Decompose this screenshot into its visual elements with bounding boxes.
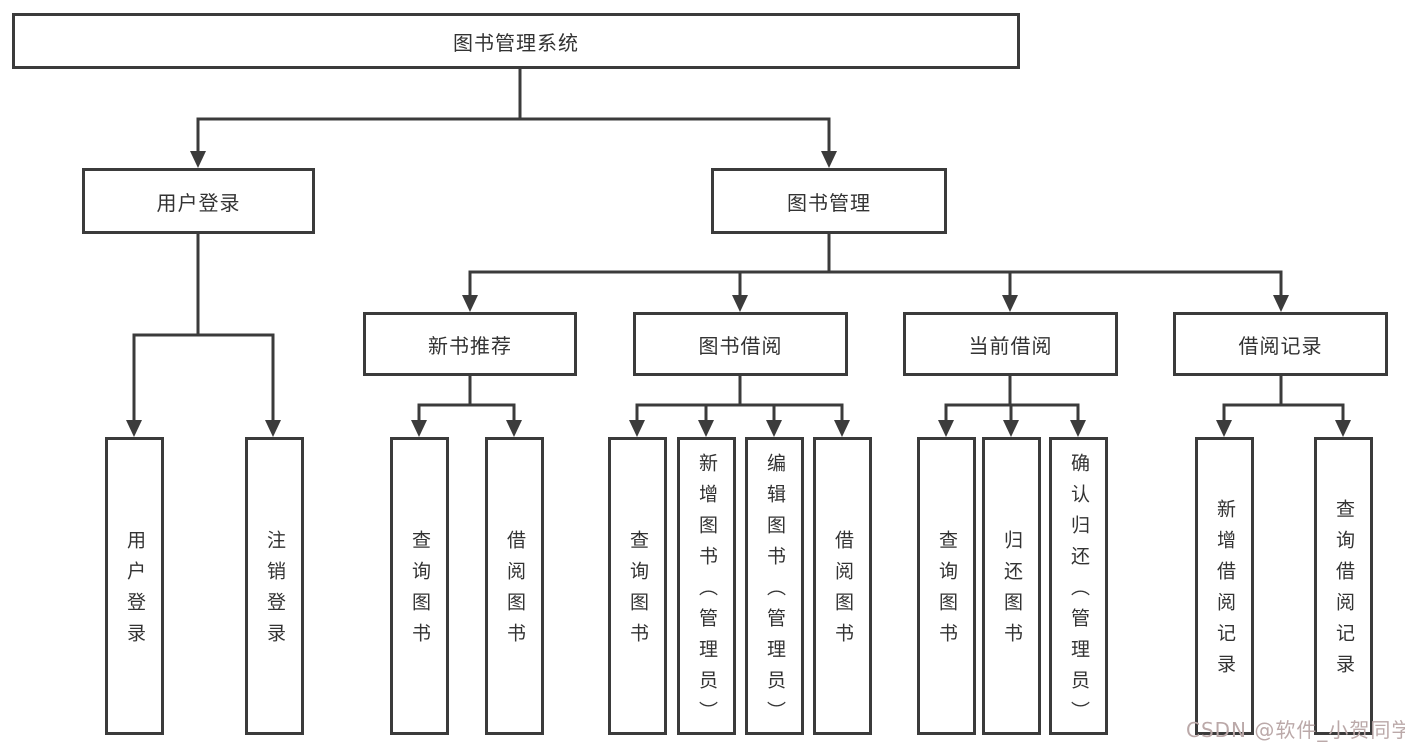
leaf-label: 新增图书（管理员） <box>696 452 718 732</box>
connector-level2-bar <box>196 117 831 156</box>
node-library-management-system: 图书管理系统 <box>12 13 1020 69</box>
leaf-user-login: 用户登录 <box>105 437 164 735</box>
leaf-edit-book-admin: 编辑图书（管理员） <box>745 437 804 735</box>
arrow-down-icon <box>1273 295 1289 312</box>
arrow-down-icon <box>411 420 427 437</box>
connector-borrow-bar <box>635 403 844 424</box>
arrow-down-icon <box>821 151 837 168</box>
connector-userlogin-bar <box>132 333 275 424</box>
arrow-down-icon <box>1216 420 1232 437</box>
leaf-label: 编辑图书（管理员） <box>764 452 786 732</box>
leaf-logout: 注销登录 <box>245 437 304 735</box>
node-book-borrowing: 图书借阅 <box>633 312 848 376</box>
leaf-label: 新增借阅记录 <box>1214 499 1236 685</box>
leaf-label: 借阅图书 <box>504 530 526 654</box>
connector-newbook-bar <box>417 403 516 424</box>
leaf-query-books-current: 查询图书 <box>917 437 976 735</box>
arrow-down-icon <box>126 420 142 437</box>
leaf-label: 借阅图书 <box>832 530 854 654</box>
leaf-label: 查询图书 <box>936 530 958 654</box>
leaf-return-books: 归还图书 <box>982 437 1041 735</box>
arrow-down-icon <box>190 151 206 168</box>
leaf-label: 确认归还（管理员） <box>1068 452 1090 732</box>
node-label: 借阅记录 <box>1238 333 1323 358</box>
leaf-add-book-admin: 新增图书（管理员） <box>677 437 736 735</box>
arrow-down-icon <box>1003 420 1019 437</box>
leaf-confirm-return-admin: 确认归还（管理员） <box>1049 437 1108 735</box>
leaf-query-books-recommend: 查询图书 <box>390 437 449 735</box>
leaf-query-borrow-record: 查询借阅记录 <box>1314 437 1373 735</box>
node-current-borrowing: 当前借阅 <box>903 312 1118 376</box>
arrow-down-icon <box>766 420 782 437</box>
leaf-label: 查询图书 <box>409 530 431 654</box>
csdn-watermark: CSDN @软件_小贺同学 <box>1186 718 1405 742</box>
arrow-down-icon <box>938 420 954 437</box>
arrow-down-icon <box>834 420 850 437</box>
leaf-label: 查询借阅记录 <box>1333 499 1355 685</box>
leaf-query-books-borrow: 查询图书 <box>608 437 667 735</box>
leaf-label: 查询图书 <box>627 530 649 654</box>
connector-records-bar <box>1222 403 1345 424</box>
arrow-down-icon <box>1002 295 1018 312</box>
leaf-label: 注销登录 <box>264 530 286 654</box>
arrow-down-icon <box>732 295 748 312</box>
node-user-login: 用户登录 <box>82 168 315 234</box>
connector-level3-bar <box>468 270 1283 298</box>
arrow-down-icon <box>1335 420 1351 437</box>
node-label: 当前借阅 <box>968 333 1053 358</box>
arrow-down-icon <box>265 420 281 437</box>
arrow-down-icon <box>462 295 478 312</box>
node-borrowing-records: 借阅记录 <box>1173 312 1388 376</box>
node-label: 图书管理系统 <box>453 30 579 55</box>
node-new-book-recommend: 新书推荐 <box>363 312 577 376</box>
arrow-down-icon <box>698 420 714 437</box>
arrow-down-icon <box>629 420 645 437</box>
leaf-borrow-books: 借阅图书 <box>813 437 872 735</box>
leaf-label: 归还图书 <box>1001 530 1023 654</box>
arrow-down-icon <box>506 420 522 437</box>
arrow-down-icon <box>1070 420 1086 437</box>
node-book-management: 图书管理 <box>711 168 947 234</box>
leaf-label: 用户登录 <box>124 530 146 654</box>
leaf-borrow-books-recommend: 借阅图书 <box>485 437 544 735</box>
leaf-add-borrow-record: 新增借阅记录 <box>1195 437 1254 735</box>
node-label: 图书借阅 <box>698 333 783 358</box>
node-label: 图书管理 <box>787 190 871 215</box>
node-label: 用户登录 <box>156 190 241 215</box>
node-label: 新书推荐 <box>428 333 512 358</box>
